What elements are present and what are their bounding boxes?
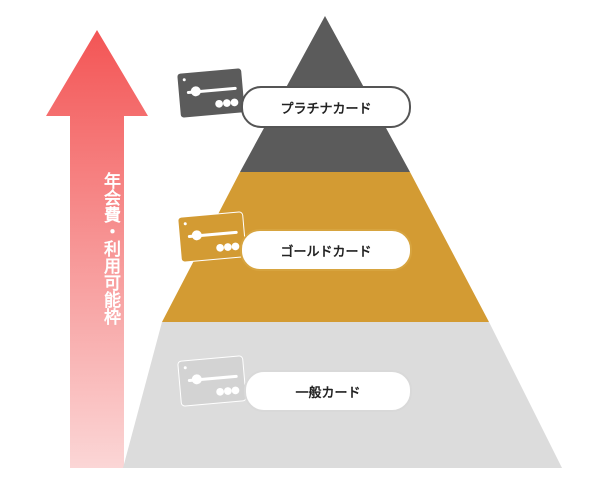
platinum-card-icon: ●●● bbox=[176, 67, 246, 119]
upward-arrow bbox=[46, 30, 148, 468]
tier-label-normal: 一般カード bbox=[244, 370, 412, 412]
gold-card-icon: ●●● bbox=[177, 211, 247, 263]
tier-label-platinum: プラチナカード bbox=[241, 86, 411, 128]
tier-label-gold: ゴールドカード bbox=[240, 229, 412, 271]
normal-card-icon: ●●● bbox=[177, 355, 247, 407]
arrow-label: 年会費・利用可能枠 bbox=[100, 171, 120, 325]
